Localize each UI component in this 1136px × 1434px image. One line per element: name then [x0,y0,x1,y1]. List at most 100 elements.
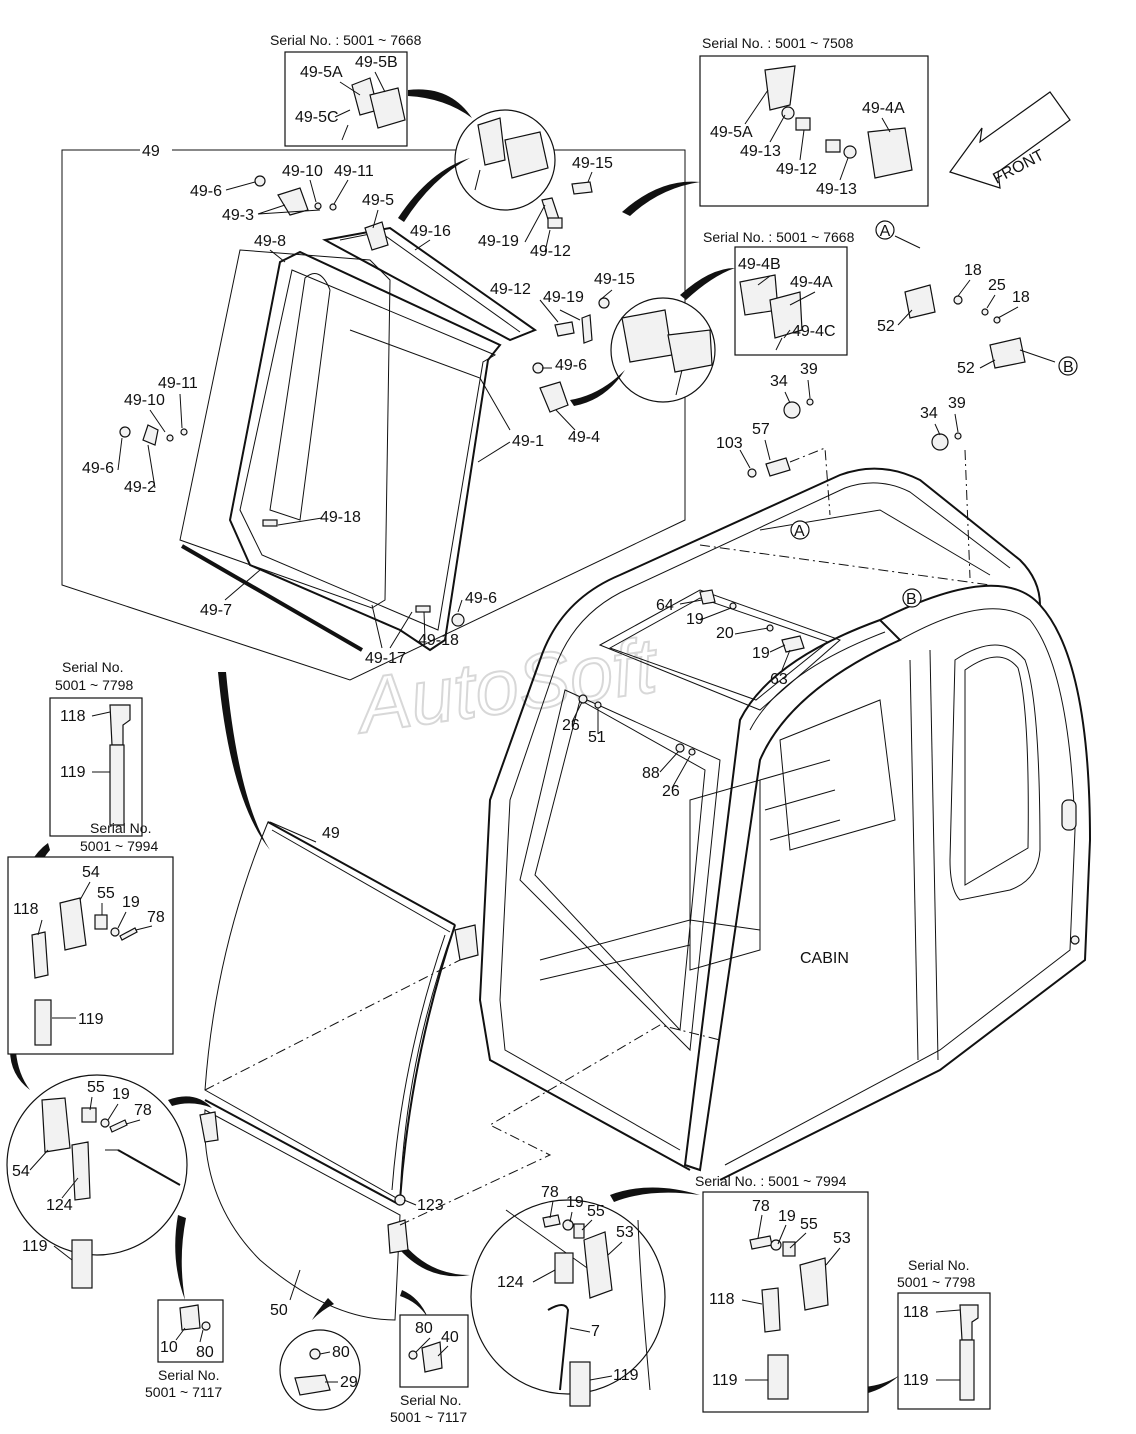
svg-text:80: 80 [332,1344,350,1361]
serial-box-bottom-right: Serial No. : 5001 ~ 7994 [695,1173,869,1413]
svg-text:118: 118 [13,901,39,918]
svg-text:49-18: 49-18 [418,632,459,649]
detail-circle-right [470,1199,666,1407]
detail-circle-middle [610,297,716,403]
svg-text:119: 119 [903,1372,929,1389]
svg-text:34: 34 [770,373,788,390]
svg-text:19: 19 [122,894,140,911]
svg-text:CABIN: CABIN [800,950,849,967]
window-assembly-49 [61,149,686,681]
svg-text:49-10: 49-10 [124,392,165,409]
svg-text:118: 118 [709,1291,735,1308]
svg-text:5001 ~ 7117: 5001 ~ 7117 [390,1409,467,1425]
svg-text:124: 124 [497,1274,524,1291]
serial-box-bottom-1: Serial No. 5001 ~ 7117 [145,1299,224,1400]
svg-text:49-5A: 49-5A [300,64,343,81]
serial-box-top-left: Serial No. : 5001 ~ 7668 [270,32,422,147]
watermark-text: AutoSoft [349,620,665,750]
svg-text:118: 118 [903,1304,929,1321]
svg-text:78: 78 [134,1102,152,1119]
svg-text:26: 26 [662,783,680,800]
svg-text:64: 64 [656,597,674,614]
svg-text:88: 88 [642,765,660,782]
svg-text:5001 ~ 7798: 5001 ~ 7798 [897,1274,975,1290]
svg-text:51: 51 [588,729,606,746]
svg-text:Serial No.: Serial No. [158,1367,219,1383]
svg-text:20: 20 [716,625,734,642]
svg-text:123: 123 [417,1197,444,1214]
svg-text:49-13: 49-13 [816,181,857,198]
svg-text:49-4A: 49-4A [862,100,905,117]
svg-text:80: 80 [196,1344,214,1361]
svg-text:52: 52 [957,360,975,377]
svg-text:39: 39 [800,361,818,378]
svg-text:25: 25 [988,277,1006,294]
svg-text:39: 39 [948,395,966,412]
svg-text:49-4C: 49-4C [792,323,836,340]
svg-text:29: 29 [340,1374,358,1391]
svg-text:49-2: 49-2 [124,479,156,496]
svg-text:5001 ~ 7798: 5001 ~ 7798 [55,677,133,693]
svg-text:53: 53 [616,1224,634,1241]
serial-box-left-1: Serial No. 5001 ~ 7798 [49,659,143,837]
svg-text:118: 118 [60,708,86,725]
svg-text:63: 63 [770,671,788,688]
svg-text:55: 55 [97,885,115,902]
svg-text:78: 78 [541,1184,559,1201]
detail-circle-left [6,1074,188,1289]
svg-text:119: 119 [613,1367,639,1384]
svg-text:49-11: 49-11 [158,375,198,392]
svg-text:5001 ~ 7994: 5001 ~ 7994 [80,838,158,854]
serial-box-left-2: Serial No. 5001 ~ 7994 [7,820,174,1055]
svg-text:7: 7 [591,1323,600,1340]
svg-text:55: 55 [587,1203,605,1220]
svg-text:49-11: 49-11 [334,163,374,180]
serial-box-bottom-2: Serial No. 5001 ~ 7117 [390,1314,469,1425]
svg-text:Serial No. : 5001 ~ 7668: Serial No. : 5001 ~ 7668 [703,229,855,245]
svg-text:119: 119 [712,1372,738,1389]
svg-text:19: 19 [686,611,704,628]
svg-text:49-1: 49-1 [512,433,544,450]
svg-text:78: 78 [147,909,165,926]
svg-text:Serial No.: Serial No. [62,659,123,675]
svg-text:50: 50 [270,1302,288,1319]
svg-text:103: 103 [716,435,743,452]
svg-text:57: 57 [752,421,770,438]
detail-circle-bottom-small [279,1329,361,1411]
svg-text:19: 19 [112,1086,130,1103]
svg-text:49-12: 49-12 [490,281,531,298]
svg-text:49-19: 49-19 [478,233,519,250]
svg-text:49-17: 49-17 [365,650,406,667]
svg-text:Serial No.: Serial No. [908,1257,969,1273]
svg-text:Serial No. : 5001 ~ 7668: Serial No. : 5001 ~ 7668 [270,32,422,48]
svg-text:49-7: 49-7 [200,602,232,619]
svg-text:49-4B: 49-4B [738,256,781,273]
svg-text:A: A [880,223,891,240]
svg-text:49-3: 49-3 [222,207,254,224]
svg-text:40: 40 [441,1329,459,1346]
svg-text:B: B [906,591,917,608]
svg-text:19: 19 [778,1208,796,1225]
svg-text:119: 119 [22,1238,48,1255]
leader-lines [29,71,1019,1383]
svg-text:49-4: 49-4 [568,429,600,446]
svg-text:49-6: 49-6 [465,590,497,607]
svg-text:49-13: 49-13 [740,143,781,160]
detail-circle-top [454,109,593,229]
svg-text:49-10: 49-10 [282,163,323,180]
front-arrow: FRONT [949,91,1071,189]
svg-text:49-8: 49-8 [254,233,286,250]
svg-text:49-15: 49-15 [572,155,613,172]
svg-text:49-12: 49-12 [530,243,571,260]
serial-box-top-right: Serial No. : 5001 ~ 7508 [699,35,929,207]
svg-text:10: 10 [160,1339,178,1356]
svg-text:52: 52 [877,318,895,335]
svg-text:78: 78 [752,1198,770,1215]
bracket-group-ab [875,220,1078,376]
svg-text:B: B [1063,359,1074,376]
svg-text:49-6: 49-6 [555,357,587,374]
svg-text:49-6: 49-6 [82,460,114,477]
svg-text:49-12: 49-12 [776,161,817,178]
window-49-large [199,821,721,1321]
